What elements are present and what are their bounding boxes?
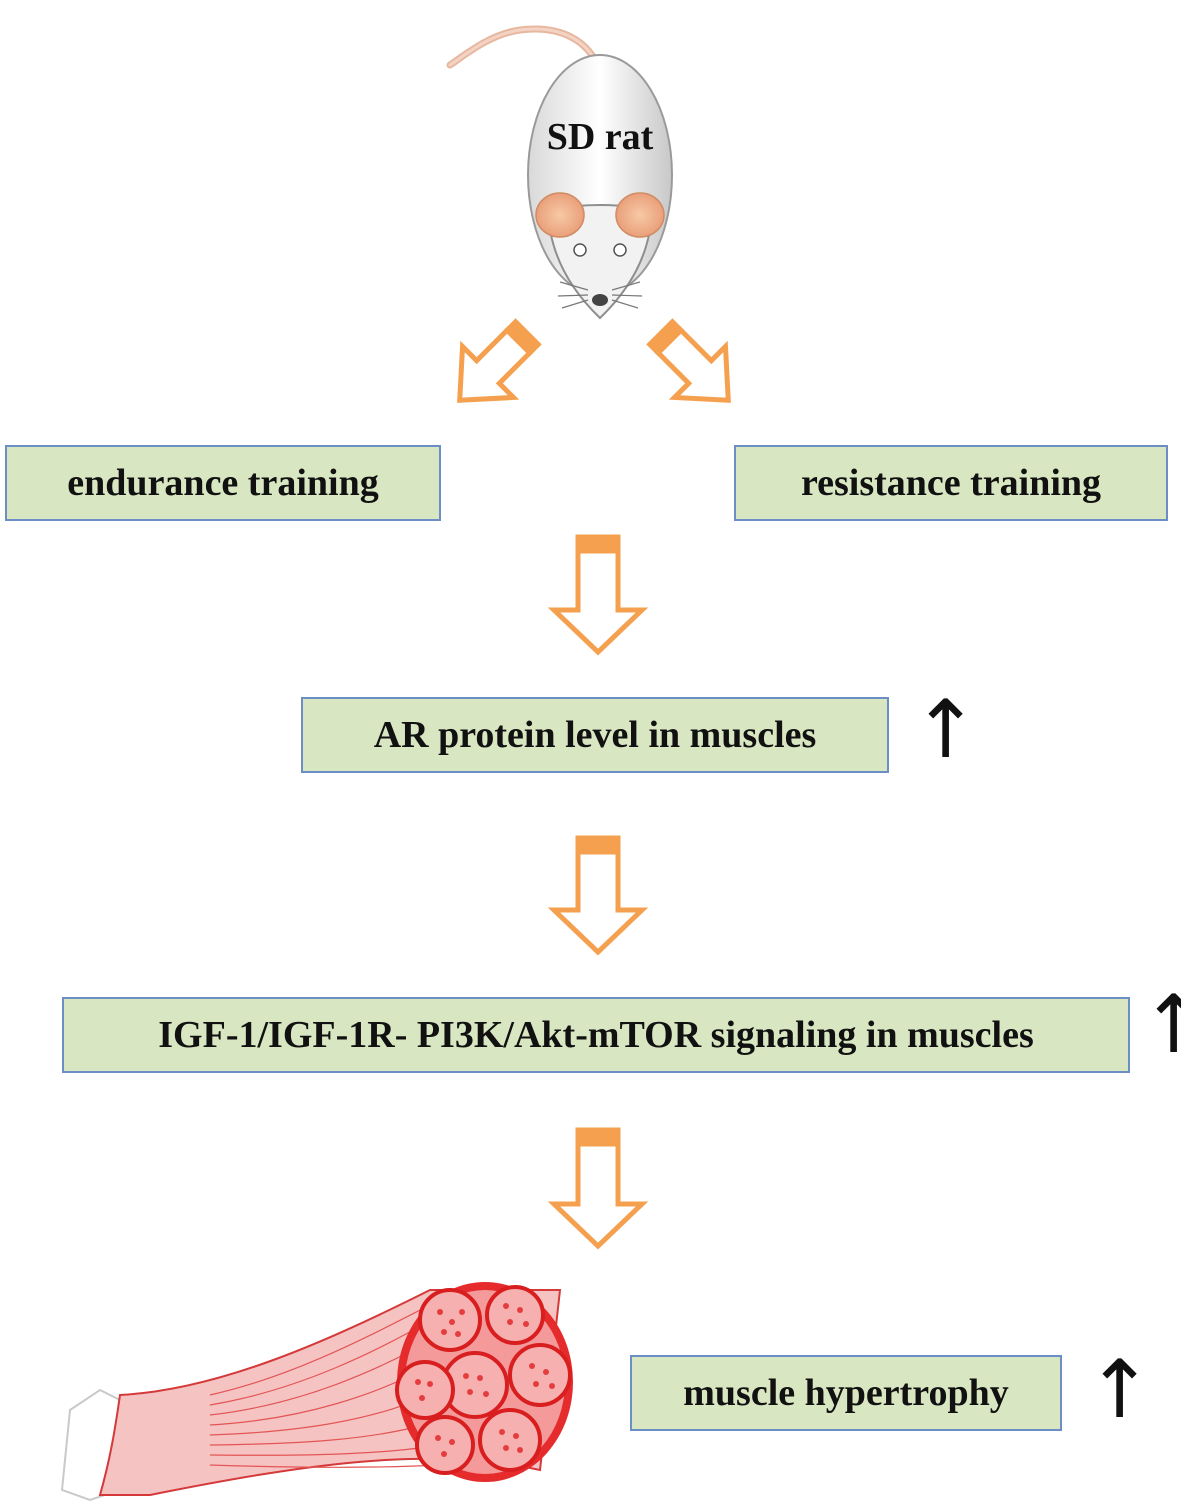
up-arrow-icon: ↑ (1086, 1343, 1154, 1436)
rat-icon (446, 25, 673, 320)
resistance-training-label: resistance training (800, 462, 1102, 504)
down-arrow-icon (547, 534, 649, 656)
down-arrow-icon (457, 318, 542, 403)
signaling-box: IGF-1/IGF-1R- PI3K/Akt-mTOR signaling in… (62, 997, 1130, 1073)
endurance-training-box: endurance training (5, 445, 441, 521)
down-arrow-icon (547, 1127, 649, 1250)
up-arrow-icon: ↑ (912, 683, 980, 776)
signaling-label: IGF-1/IGF-1R- PI3K/Akt-mTOR signaling in… (158, 1014, 1034, 1056)
down-arrow-icon (646, 318, 731, 403)
ar-protein-label: AR protein level in muscles (373, 714, 817, 756)
rat-label: SD rat (546, 116, 654, 158)
resistance-training-box: resistance training (734, 445, 1168, 521)
ar-protein-box: AR protein level in muscles (301, 697, 889, 773)
muscle-hypertrophy-label: muscle hypertrophy (683, 1372, 1009, 1414)
muscle-hypertrophy-box: muscle hypertrophy (630, 1355, 1062, 1431)
muscle-icon (60, 1282, 573, 1502)
endurance-training-label: endurance training (67, 462, 379, 504)
up-arrow-icon: ↑ (1140, 978, 1181, 1071)
down-arrow-icon (547, 835, 649, 956)
